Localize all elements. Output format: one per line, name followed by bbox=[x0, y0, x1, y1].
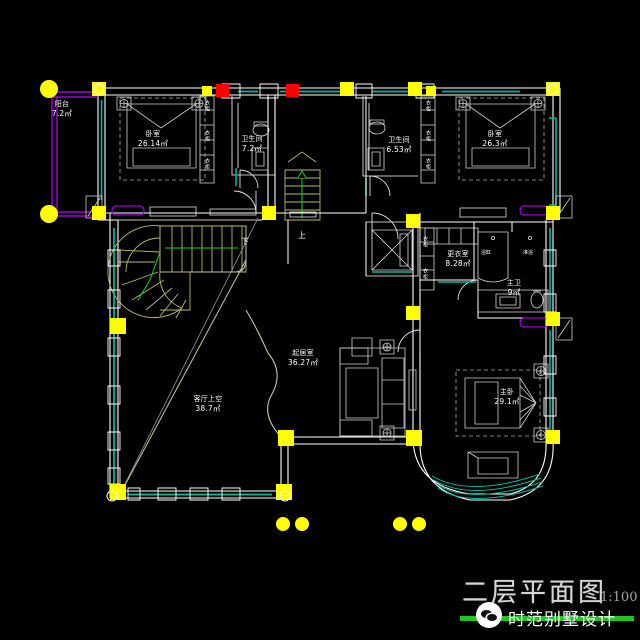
watermark-brand: 时范别墅设计 bbox=[508, 610, 616, 630]
room-area: 29.1㎡ bbox=[494, 397, 520, 406]
bedroom-left-furniture bbox=[116, 96, 207, 181]
room-label-bedroom-left: 卧室 26.14㎡ bbox=[130, 130, 176, 148]
bath-left-fixtures bbox=[231, 96, 275, 176]
room-name: 更衣室 bbox=[447, 250, 469, 258]
bedroom-right-furniture bbox=[455, 96, 546, 181]
fixture-label-bathtub: 浴缸 bbox=[481, 250, 492, 256]
stair-landing-outline bbox=[117, 219, 258, 499]
sitting-room-furniture bbox=[339, 337, 417, 441]
hall-door-right bbox=[371, 212, 399, 240]
room-area: 26.3㎡ bbox=[482, 139, 508, 148]
room-name: 卫生间 bbox=[388, 136, 410, 144]
room-label-balcony: 阳台 7.2㎡ bbox=[42, 100, 82, 118]
stair-up-arrow bbox=[297, 169, 307, 218]
wardrobe-label: 衣柜 bbox=[204, 100, 210, 112]
wardrobe-label: 衣柜 bbox=[425, 158, 431, 170]
void-boundary bbox=[117, 217, 259, 499]
master-bath-walls bbox=[420, 221, 553, 319]
wardrobe-label: 衣柜 bbox=[204, 158, 210, 170]
room-name: 卧室 bbox=[487, 130, 503, 138]
main-staircase bbox=[107, 225, 247, 319]
shower bbox=[528, 235, 533, 240]
endpoint-markers bbox=[93, 83, 559, 502]
room-name: 阳台 bbox=[54, 100, 70, 108]
master-bath-door bbox=[457, 279, 479, 301]
wardrobe-label: 衣柜 bbox=[422, 236, 428, 248]
hot-grips bbox=[216, 84, 299, 97]
fixture-label-shower: 淋浴 bbox=[523, 250, 534, 256]
room-label-master-bath: 主卫 9㎡ bbox=[492, 279, 536, 297]
stair-up-label: 上 bbox=[298, 231, 306, 240]
wall-furniture bbox=[149, 206, 507, 218]
bedroom-right-glazing bbox=[549, 117, 557, 206]
magenta-items bbox=[111, 205, 560, 328]
room-area: 6.53㎡ bbox=[386, 145, 412, 154]
wechat-logo-icon bbox=[476, 602, 502, 628]
room-label-sitting-room: 起居室 36.27㎡ bbox=[278, 349, 328, 367]
master-bedroom-furniture bbox=[455, 363, 549, 479]
room-label-living-void: 客厅上空 38.7㎡ bbox=[180, 395, 236, 413]
room-area: 7.2㎡ bbox=[51, 109, 73, 118]
hall-door-left bbox=[233, 190, 257, 214]
wardrobe-label: 衣柜 bbox=[425, 130, 431, 142]
bay-window-glazing bbox=[431, 473, 544, 499]
stair-down-label: 下 bbox=[241, 237, 249, 246]
room-area: 7.2㎡ bbox=[241, 144, 263, 153]
bay-window bbox=[412, 439, 554, 501]
room-label-master-bedroom: 主卧 29.1㎡ bbox=[484, 388, 530, 406]
room-name: 主卧 bbox=[499, 388, 515, 396]
title-block: 二层平面图 1:100 时范别墅设计 bbox=[404, 566, 638, 636]
bathtub bbox=[477, 231, 509, 283]
wardrobe-label: 衣柜 bbox=[422, 268, 428, 280]
bottom-grip-dots bbox=[276, 517, 426, 531]
balcony-railing bbox=[51, 91, 98, 217]
bath-right-door bbox=[369, 175, 391, 197]
room-name: 卫生间 bbox=[241, 135, 263, 143]
room-name: 主卫 bbox=[506, 279, 522, 287]
wall-lines bbox=[97, 87, 561, 499]
room-name: 客厅上空 bbox=[193, 395, 223, 403]
room-label-bath-left: 卫生间 7.2㎡ bbox=[229, 135, 275, 153]
stair-down-arrow bbox=[137, 247, 238, 301]
room-name: 起居室 bbox=[292, 349, 314, 357]
drawing-scale: 1:100 bbox=[600, 590, 638, 605]
sitting-room-curve bbox=[245, 309, 282, 438]
bath-left-door bbox=[239, 169, 259, 189]
room-area: 9㎡ bbox=[507, 288, 521, 297]
wardrobe-label: 衣柜 bbox=[425, 100, 431, 112]
bath-right-fixtures bbox=[362, 96, 418, 177]
room-area: 38.7㎡ bbox=[195, 404, 221, 413]
room-name: 卧室 bbox=[145, 130, 161, 138]
room-label-bath-right: 卫生间 6.53㎡ bbox=[376, 136, 422, 154]
sitting-room-door bbox=[397, 329, 421, 353]
room-area: 8.28㎡ bbox=[445, 259, 471, 268]
title-underline bbox=[460, 616, 634, 621]
room-area: 36.27㎡ bbox=[287, 358, 319, 367]
storage-room bbox=[365, 221, 419, 277]
room-label-dressing-room: 更衣室 8.28㎡ bbox=[435, 250, 481, 268]
room-label-bedroom-right: 卧室 26.3㎡ bbox=[472, 130, 518, 148]
room-area: 26.14㎡ bbox=[137, 139, 169, 148]
interior-partitions bbox=[274, 95, 367, 276]
wardrobe-label: 衣柜 bbox=[204, 130, 210, 142]
